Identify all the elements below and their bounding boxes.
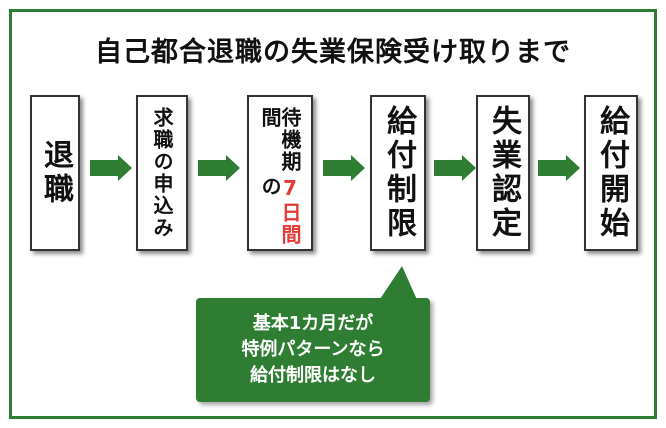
callout-line: 給付制限はなし (250, 365, 376, 387)
step-box-job-application: 求職の申込み (136, 95, 188, 251)
step-box-benefit-start: 給付開始 (584, 95, 638, 251)
arrow-right-icon (434, 155, 476, 181)
callout-line: 基本1カ月だが (252, 312, 374, 334)
step-box-benefit-restriction: 給付制限 (370, 95, 426, 251)
step-box-unemployment-certification: 失業認定 (476, 95, 530, 251)
arrow-right-icon (538, 155, 580, 181)
waiting-period-highlight: 7日間 (278, 176, 302, 247)
step-box-waiting-period: 待機期間 7日間の (247, 95, 313, 251)
callout-line: 特例パターンなら (241, 338, 385, 360)
step-box-retirement: 退職 (30, 95, 80, 251)
diagram-title: 自己都合退職の失業保険受け取りまで (95, 37, 571, 68)
arrow-right-icon (323, 155, 365, 181)
waiting-period-suffix: の (258, 176, 282, 199)
callout-pointer (378, 266, 418, 302)
arrow-right-icon (90, 155, 132, 181)
callout-note: 基本1カ月だが 特例パターンなら 給付制限はなし (196, 298, 430, 402)
arrow-right-icon (198, 155, 240, 181)
waiting-period-days: 7日間の (258, 176, 302, 249)
waiting-period-label: 待機期間 (258, 107, 302, 173)
